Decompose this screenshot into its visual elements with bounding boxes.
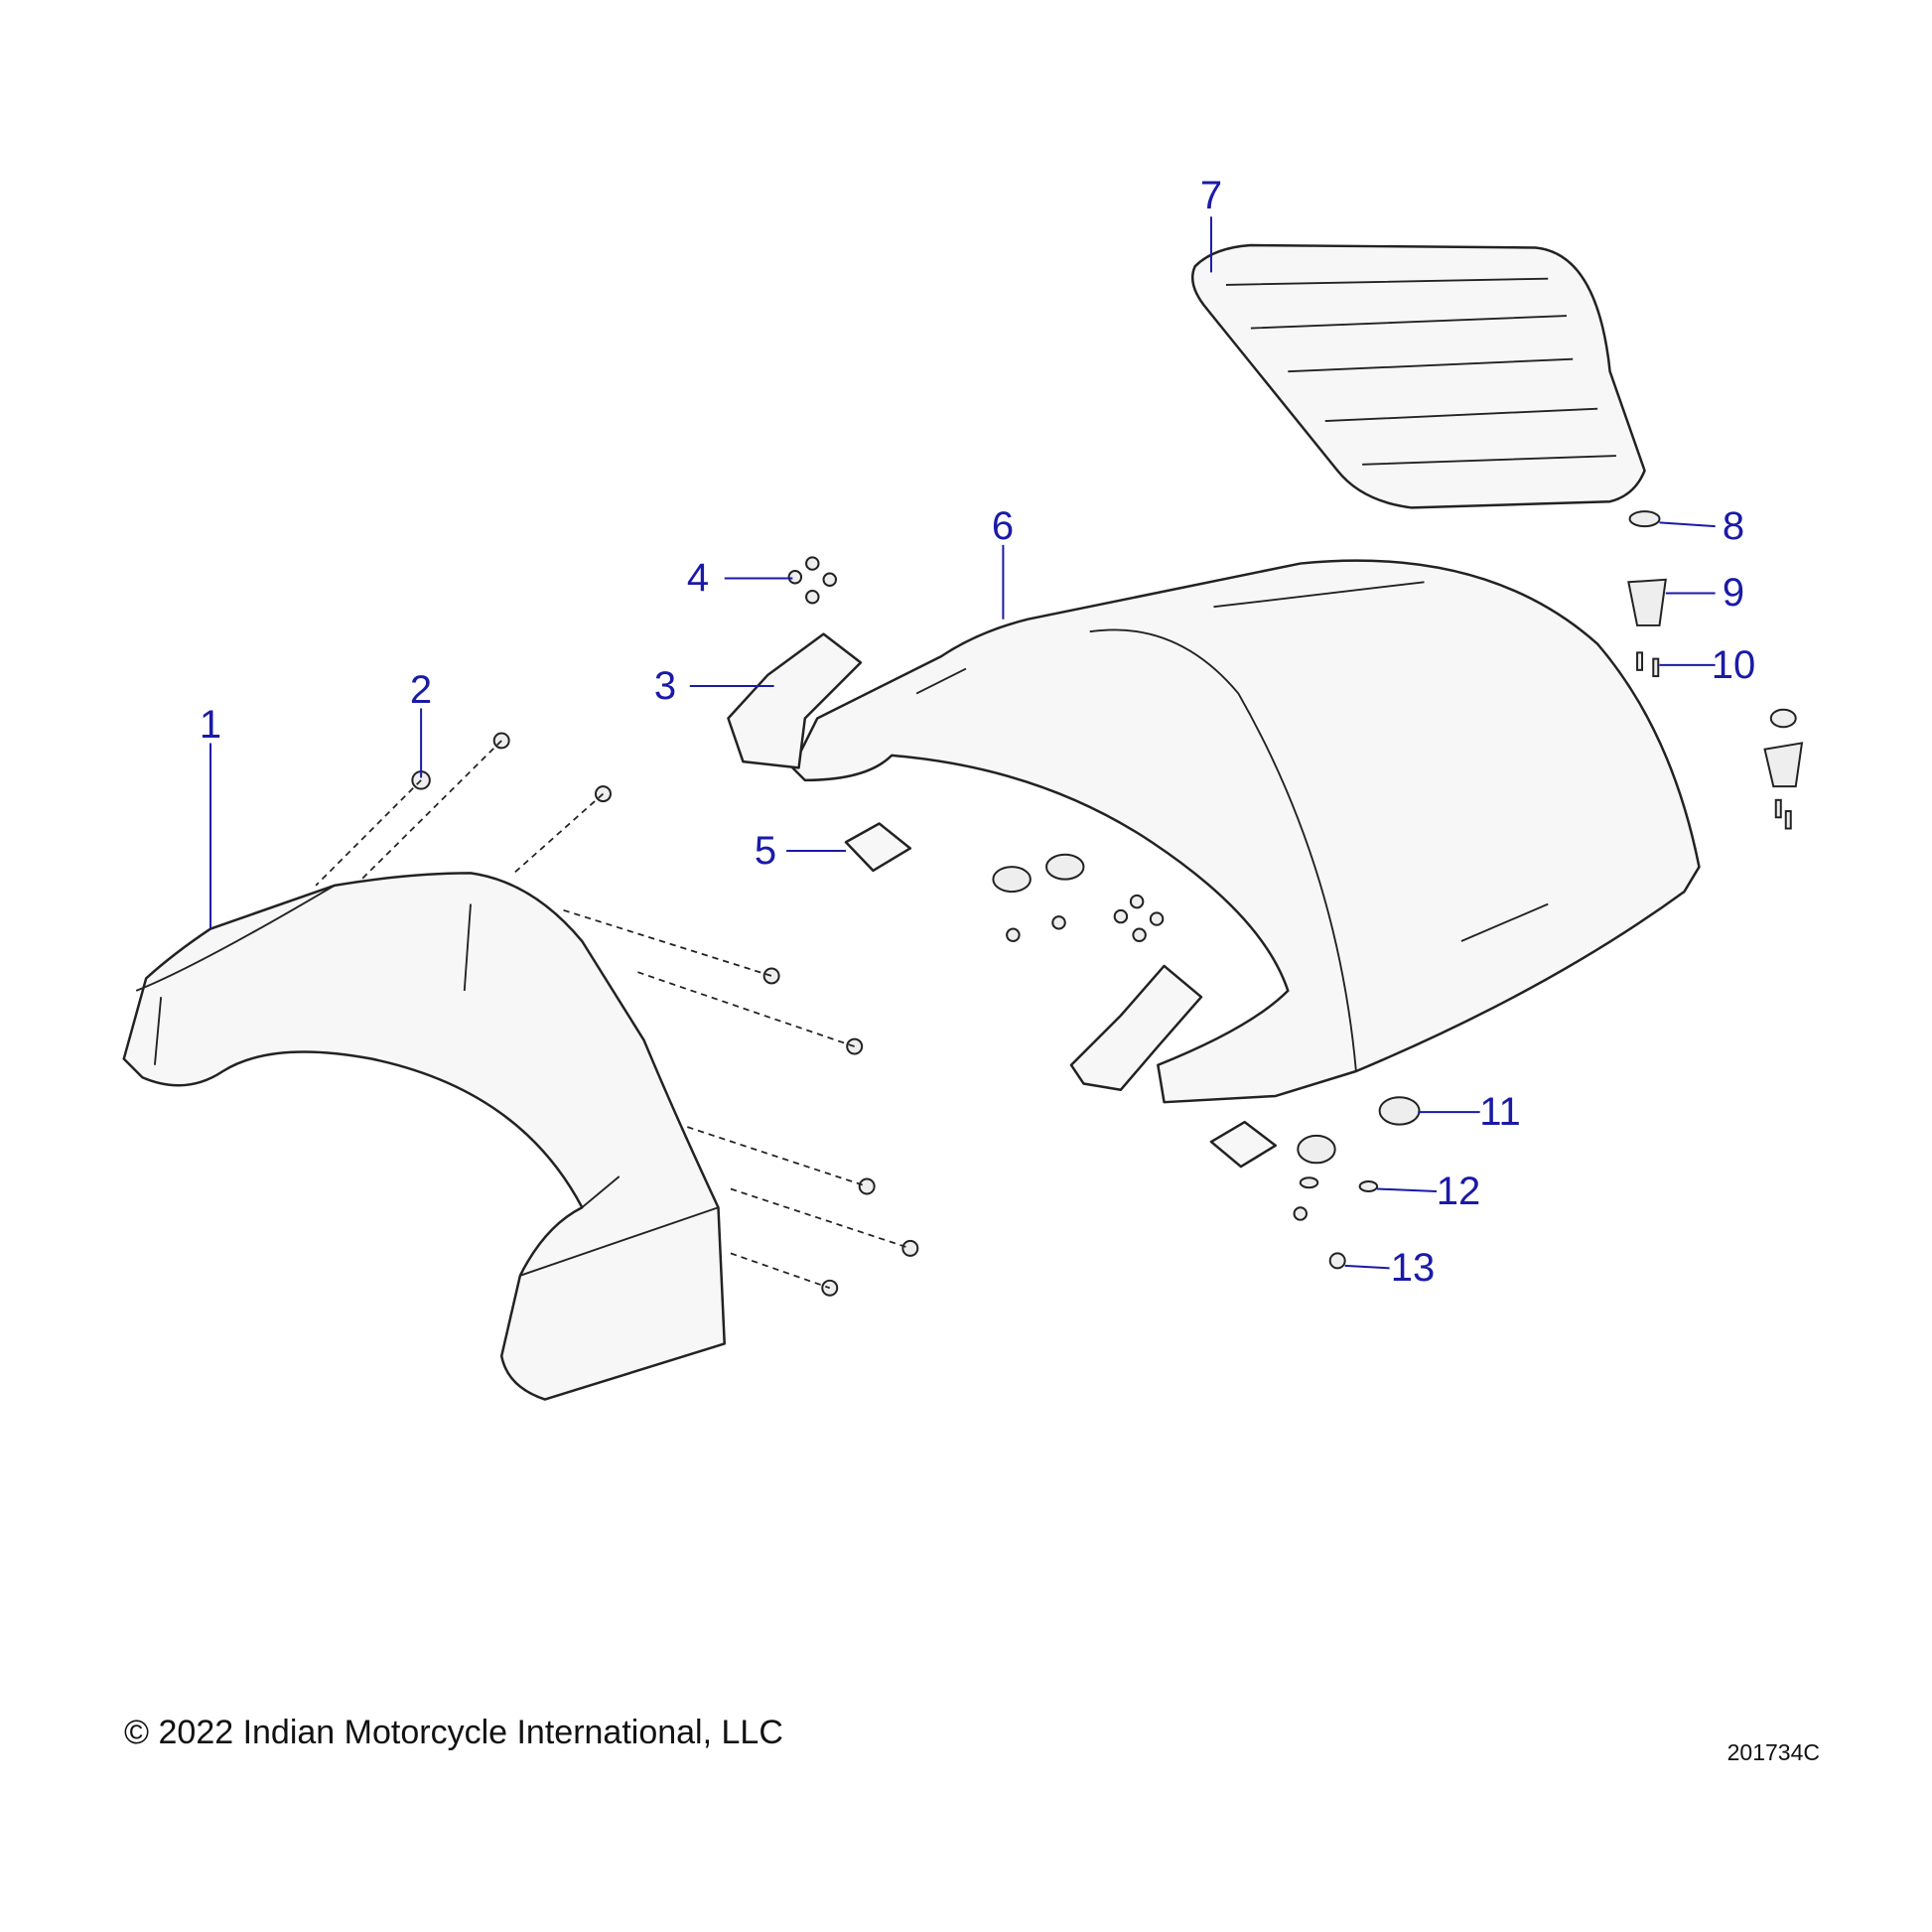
- callout-1: 1: [199, 703, 222, 747]
- callout-10: 10: [1711, 643, 1756, 687]
- callout-13: 13: [1390, 1246, 1436, 1290]
- callout-11: 11: [1479, 1090, 1521, 1134]
- part-5-plate: [844, 822, 912, 873]
- part-3-hinge-bracket: [727, 632, 863, 769]
- drawing-number: 201734C: [1726, 1739, 1820, 1765]
- callout-9: 9: [1722, 571, 1745, 615]
- callout-12: 12: [1436, 1170, 1481, 1213]
- hardware: [411, 510, 1804, 1297]
- callout-3: 3: [653, 664, 677, 708]
- part-7-luggage-rack: [1190, 243, 1646, 509]
- copyright-notice: © 2022 Indian Motorcycle International, …: [124, 1714, 783, 1751]
- callout-2: 2: [409, 668, 433, 712]
- part-1-backrest-pad: [122, 872, 726, 1401]
- callout-5: 5: [754, 829, 777, 873]
- callout-7: 7: [1199, 174, 1223, 217]
- callout-8: 8: [1722, 504, 1745, 548]
- part-6-trunk: [791, 559, 1701, 1104]
- callout-6: 6: [991, 504, 1015, 548]
- callout-4: 4: [686, 556, 710, 600]
